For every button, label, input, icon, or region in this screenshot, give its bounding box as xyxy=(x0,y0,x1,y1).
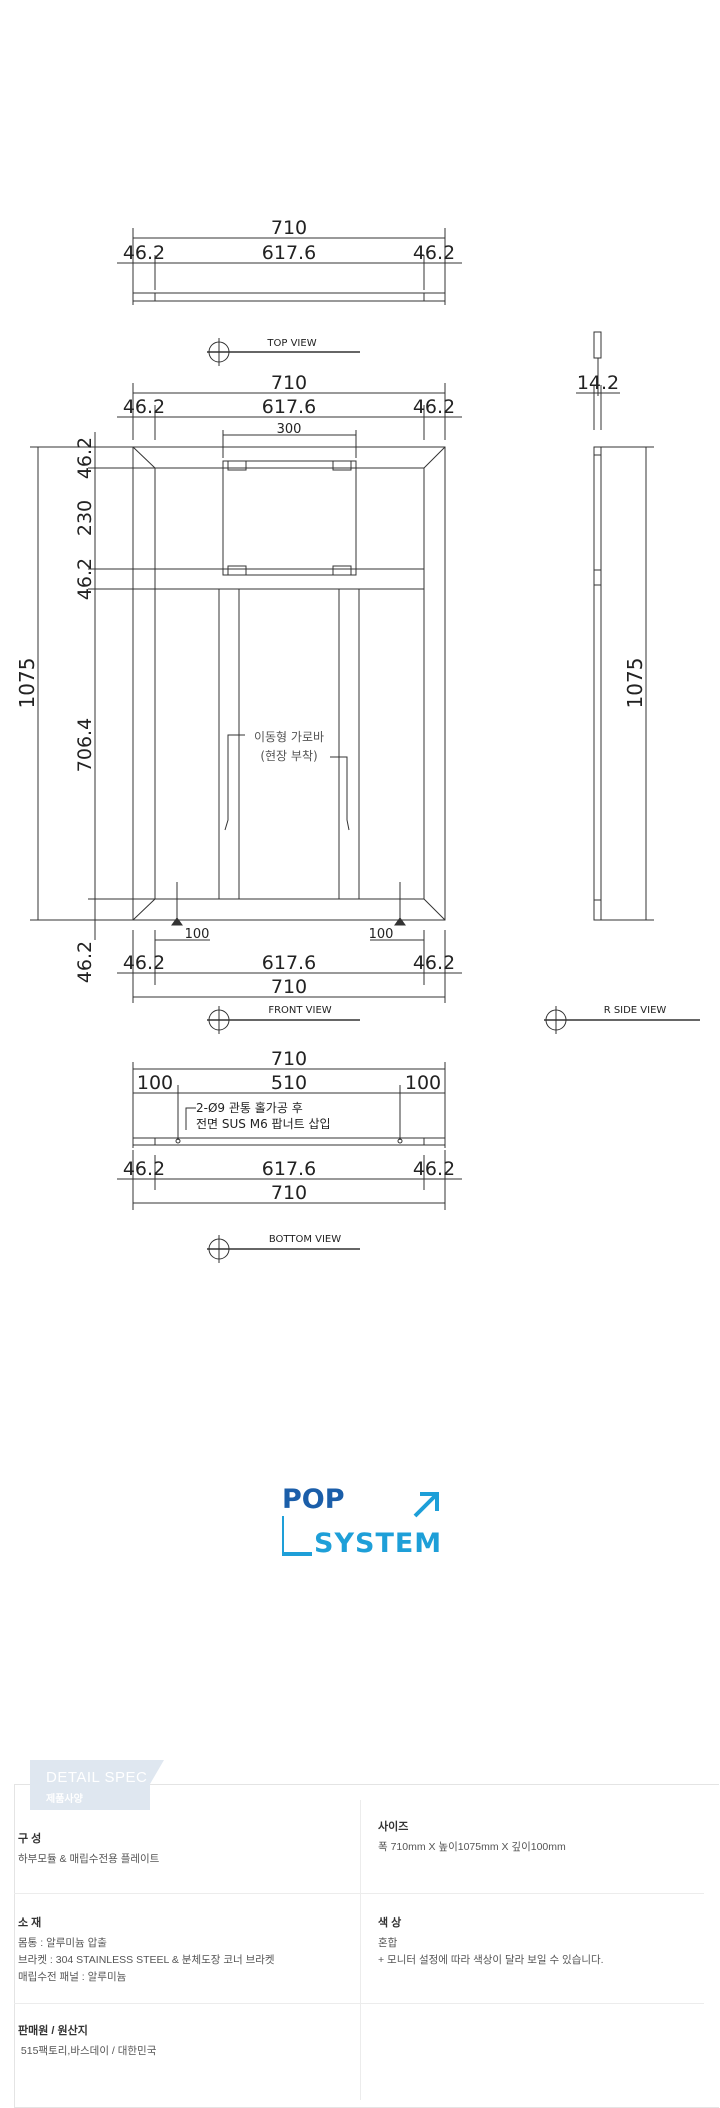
seller-value: 515팩토리,바스데이 / 대한민국 xyxy=(18,2045,157,2057)
spec-tab: DETAIL SPEC 제품사양 xyxy=(30,1760,150,1810)
dim-46-2-b: 46.2 xyxy=(74,558,96,600)
foot-right-dim: 100 xyxy=(369,927,394,942)
size-label: 사이즈 xyxy=(378,1821,409,1833)
spec-size: 사이즈 폭 710mm X 높이1075mm X 깊이100mm xyxy=(378,1818,566,1856)
size-value: 폭 710mm X 높이1075mm X 깊이100mm xyxy=(378,1841,566,1853)
material-label: 소 재 xyxy=(18,1917,42,1929)
dim-706-4: 706.4 xyxy=(74,718,96,772)
material-line: 브라켓 : 304 STAINLESS STEEL & 분체도장 코너 브라켓 xyxy=(18,1954,275,1966)
top-total-dim: 710 xyxy=(271,217,307,239)
top-view-label: TOP VIEW xyxy=(266,338,316,349)
crossbar-note-line1: 이동형 가로바 xyxy=(254,730,324,744)
seller-label: 판매원 / 원산지 xyxy=(18,2025,88,2037)
spec-tab-subtitle: 제품사양 xyxy=(46,1794,83,1805)
top-middle-dim: 617.6 xyxy=(262,242,316,264)
front-top-middle-dim: 617.6 xyxy=(262,396,316,418)
front-bottom-total-dim: 710 xyxy=(271,976,307,998)
bottom-middle-dim: 617.6 xyxy=(262,1158,316,1180)
material-line: 매립수전 패널 : 알루미늄 xyxy=(18,1971,127,1983)
bottom-right-dim: 46.2 xyxy=(413,1158,455,1180)
front-top-left-dim: 46.2 xyxy=(123,396,165,418)
hole-note-line1: 2-Ø9 관통 홀가공 후 xyxy=(196,1101,303,1115)
spec-composition: 구 성 하부모듈 & 매립수전용 플레이트 xyxy=(18,1830,159,1868)
spec-row-divider xyxy=(14,1893,704,1894)
crossbar-note-line2: (현장 부착) xyxy=(260,749,317,763)
front-bottom-right-dim: 46.2 xyxy=(413,952,455,974)
spec-color: 색 상 혼합 + 모니터 설정에 따라 색상이 달라 보일 수 있습니다. xyxy=(378,1914,604,1969)
top-left-dim: 46.2 xyxy=(123,242,165,264)
bottom-right-100-dim: 100 xyxy=(405,1072,441,1094)
bottom-total-dim: 710 xyxy=(271,1182,307,1204)
logo-text-pop: POP xyxy=(282,1484,345,1515)
front-bottom-middle-dim: 617.6 xyxy=(262,952,316,974)
bottom-left-100-dim: 100 xyxy=(137,1072,173,1094)
composition-label: 구 성 xyxy=(18,1833,42,1845)
color-line: 혼합 xyxy=(378,1937,398,1949)
dim-230: 230 xyxy=(74,500,96,536)
bottom-top-total-dim: 710 xyxy=(271,1048,307,1070)
bottom-left-dim: 46.2 xyxy=(123,1158,165,1180)
spec-column-divider xyxy=(360,1800,361,2100)
spec-row-divider xyxy=(14,2003,704,2004)
side-view-label: R SIDE VIEW xyxy=(604,1005,667,1016)
spec-material: 소 재 몸통 : 알루미늄 압출 브라켓 : 304 STAINLESS STE… xyxy=(18,1914,275,1986)
dim-1075-left: 1075 xyxy=(15,658,39,709)
dim-46-2-c: 46.2 xyxy=(74,941,96,983)
side-depth-dim: 14.2 xyxy=(577,372,619,394)
plate-width-dim: 300 xyxy=(277,422,302,437)
front-view-label: FRONT VIEW xyxy=(268,1005,331,1016)
composition-value: 하부모듈 & 매립수전용 플레이트 xyxy=(18,1853,160,1865)
technical-drawing: 710 46.2 617.6 46.2 TOP VIEW 710 46.2 61… xyxy=(15,217,700,1263)
bottom-middle-510-dim: 510 xyxy=(271,1072,307,1094)
front-bottom-left-dim: 46.2 xyxy=(123,952,165,974)
top-right-dim: 46.2 xyxy=(413,242,455,264)
bottom-view-label: BOTTOM VIEW xyxy=(269,1234,341,1245)
pop-system-logo: POP SYSTEM xyxy=(282,1484,443,1559)
side-height-dim: 1075 xyxy=(623,658,647,709)
color-label: 색 상 xyxy=(378,1917,402,1929)
front-top-right-dim: 46.2 xyxy=(413,396,455,418)
front-top-total-dim: 710 xyxy=(271,372,307,394)
dim-46-2-a: 46.2 xyxy=(74,437,96,479)
detail-spec-section: DETAIL SPEC 제품사양 구 성 하부모듈 & 매립수전용 플레이트 사… xyxy=(14,1760,720,2108)
foot-left-dim: 100 xyxy=(185,927,210,942)
spec-tab-title: DETAIL SPEC xyxy=(46,1769,148,1786)
hole-note-line2: 전면 SUS M6 팝너트 삽입 xyxy=(196,1117,331,1131)
spec-tab-corner xyxy=(150,1760,164,1784)
material-line: 몸통 : 알루미늄 압출 xyxy=(18,1937,107,1949)
spec-seller: 판매원 / 원산지 515팩토리,바스데이 / 대한민국 xyxy=(18,2022,156,2060)
color-line: + 모니터 설정에 따라 색상이 달라 보일 수 있습니다. xyxy=(378,1954,604,1966)
logo-text-system: SYSTEM xyxy=(314,1528,443,1559)
logo-frame-arrow-icon xyxy=(282,1492,439,1556)
